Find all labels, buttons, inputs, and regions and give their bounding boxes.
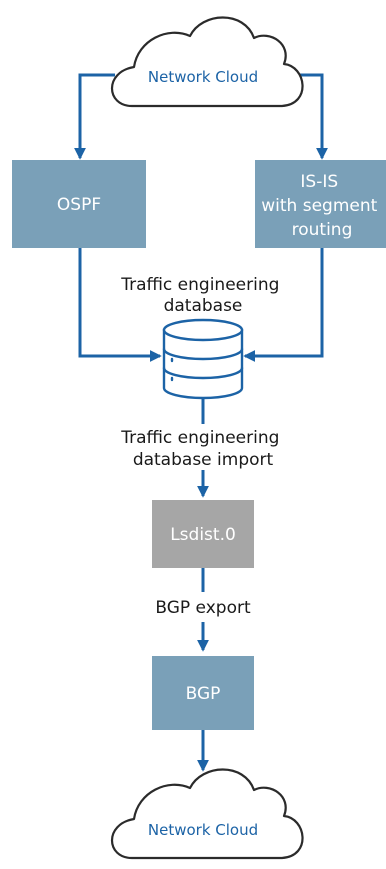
connector-isis-to-ted: [243, 248, 324, 362]
isis-box: [255, 160, 386, 248]
ted-label-line-1: Traffic engineering: [120, 275, 279, 295]
ospf-box: [12, 160, 146, 248]
database-icon: [162, 318, 244, 400]
bgp-node: BGP: [152, 656, 254, 730]
isis-node: IS-IS with segment routing: [255, 160, 386, 248]
ospf-node: OSPF: [12, 160, 146, 248]
lsdist-label: Lsdist.0: [170, 525, 236, 545]
lsdist-box: [152, 500, 254, 568]
network-cloud-top: Network Cloud: [110, 16, 304, 108]
isis-label-line-3: routing: [292, 220, 353, 240]
isis-label-line-2: with segment: [261, 196, 377, 216]
cloud-icon: [110, 16, 304, 108]
ted-import-label: Traffic engineering database import: [120, 428, 285, 470]
isis-label-line-1: IS-IS: [300, 172, 338, 192]
ted-label-line-2: database: [164, 296, 243, 316]
cloud-icon: [110, 768, 304, 860]
ted-node: Traffic engineering database: [120, 275, 285, 400]
cloud-label: Network Cloud: [148, 821, 258, 839]
ted-import-line-2: database import: [133, 450, 274, 470]
cloud-label: Network Cloud: [148, 68, 258, 86]
ospf-label: OSPF: [57, 195, 101, 215]
connector-cloud-to-ospf: [74, 73, 115, 160]
bgp-box: [152, 656, 254, 730]
ted-import-line-1: Traffic engineering: [120, 428, 279, 448]
network-cloud-bottom: Network Cloud: [110, 768, 304, 860]
connector-ospf-to-ted: [78, 248, 162, 362]
bgp-label: BGP: [186, 684, 221, 704]
bgp-export-label: BGP export: [155, 598, 251, 618]
isis-label: IS-IS with segment routing: [261, 172, 382, 240]
lsdist-node: Lsdist.0: [152, 500, 254, 568]
ted-label: Traffic engineering database: [120, 275, 285, 316]
